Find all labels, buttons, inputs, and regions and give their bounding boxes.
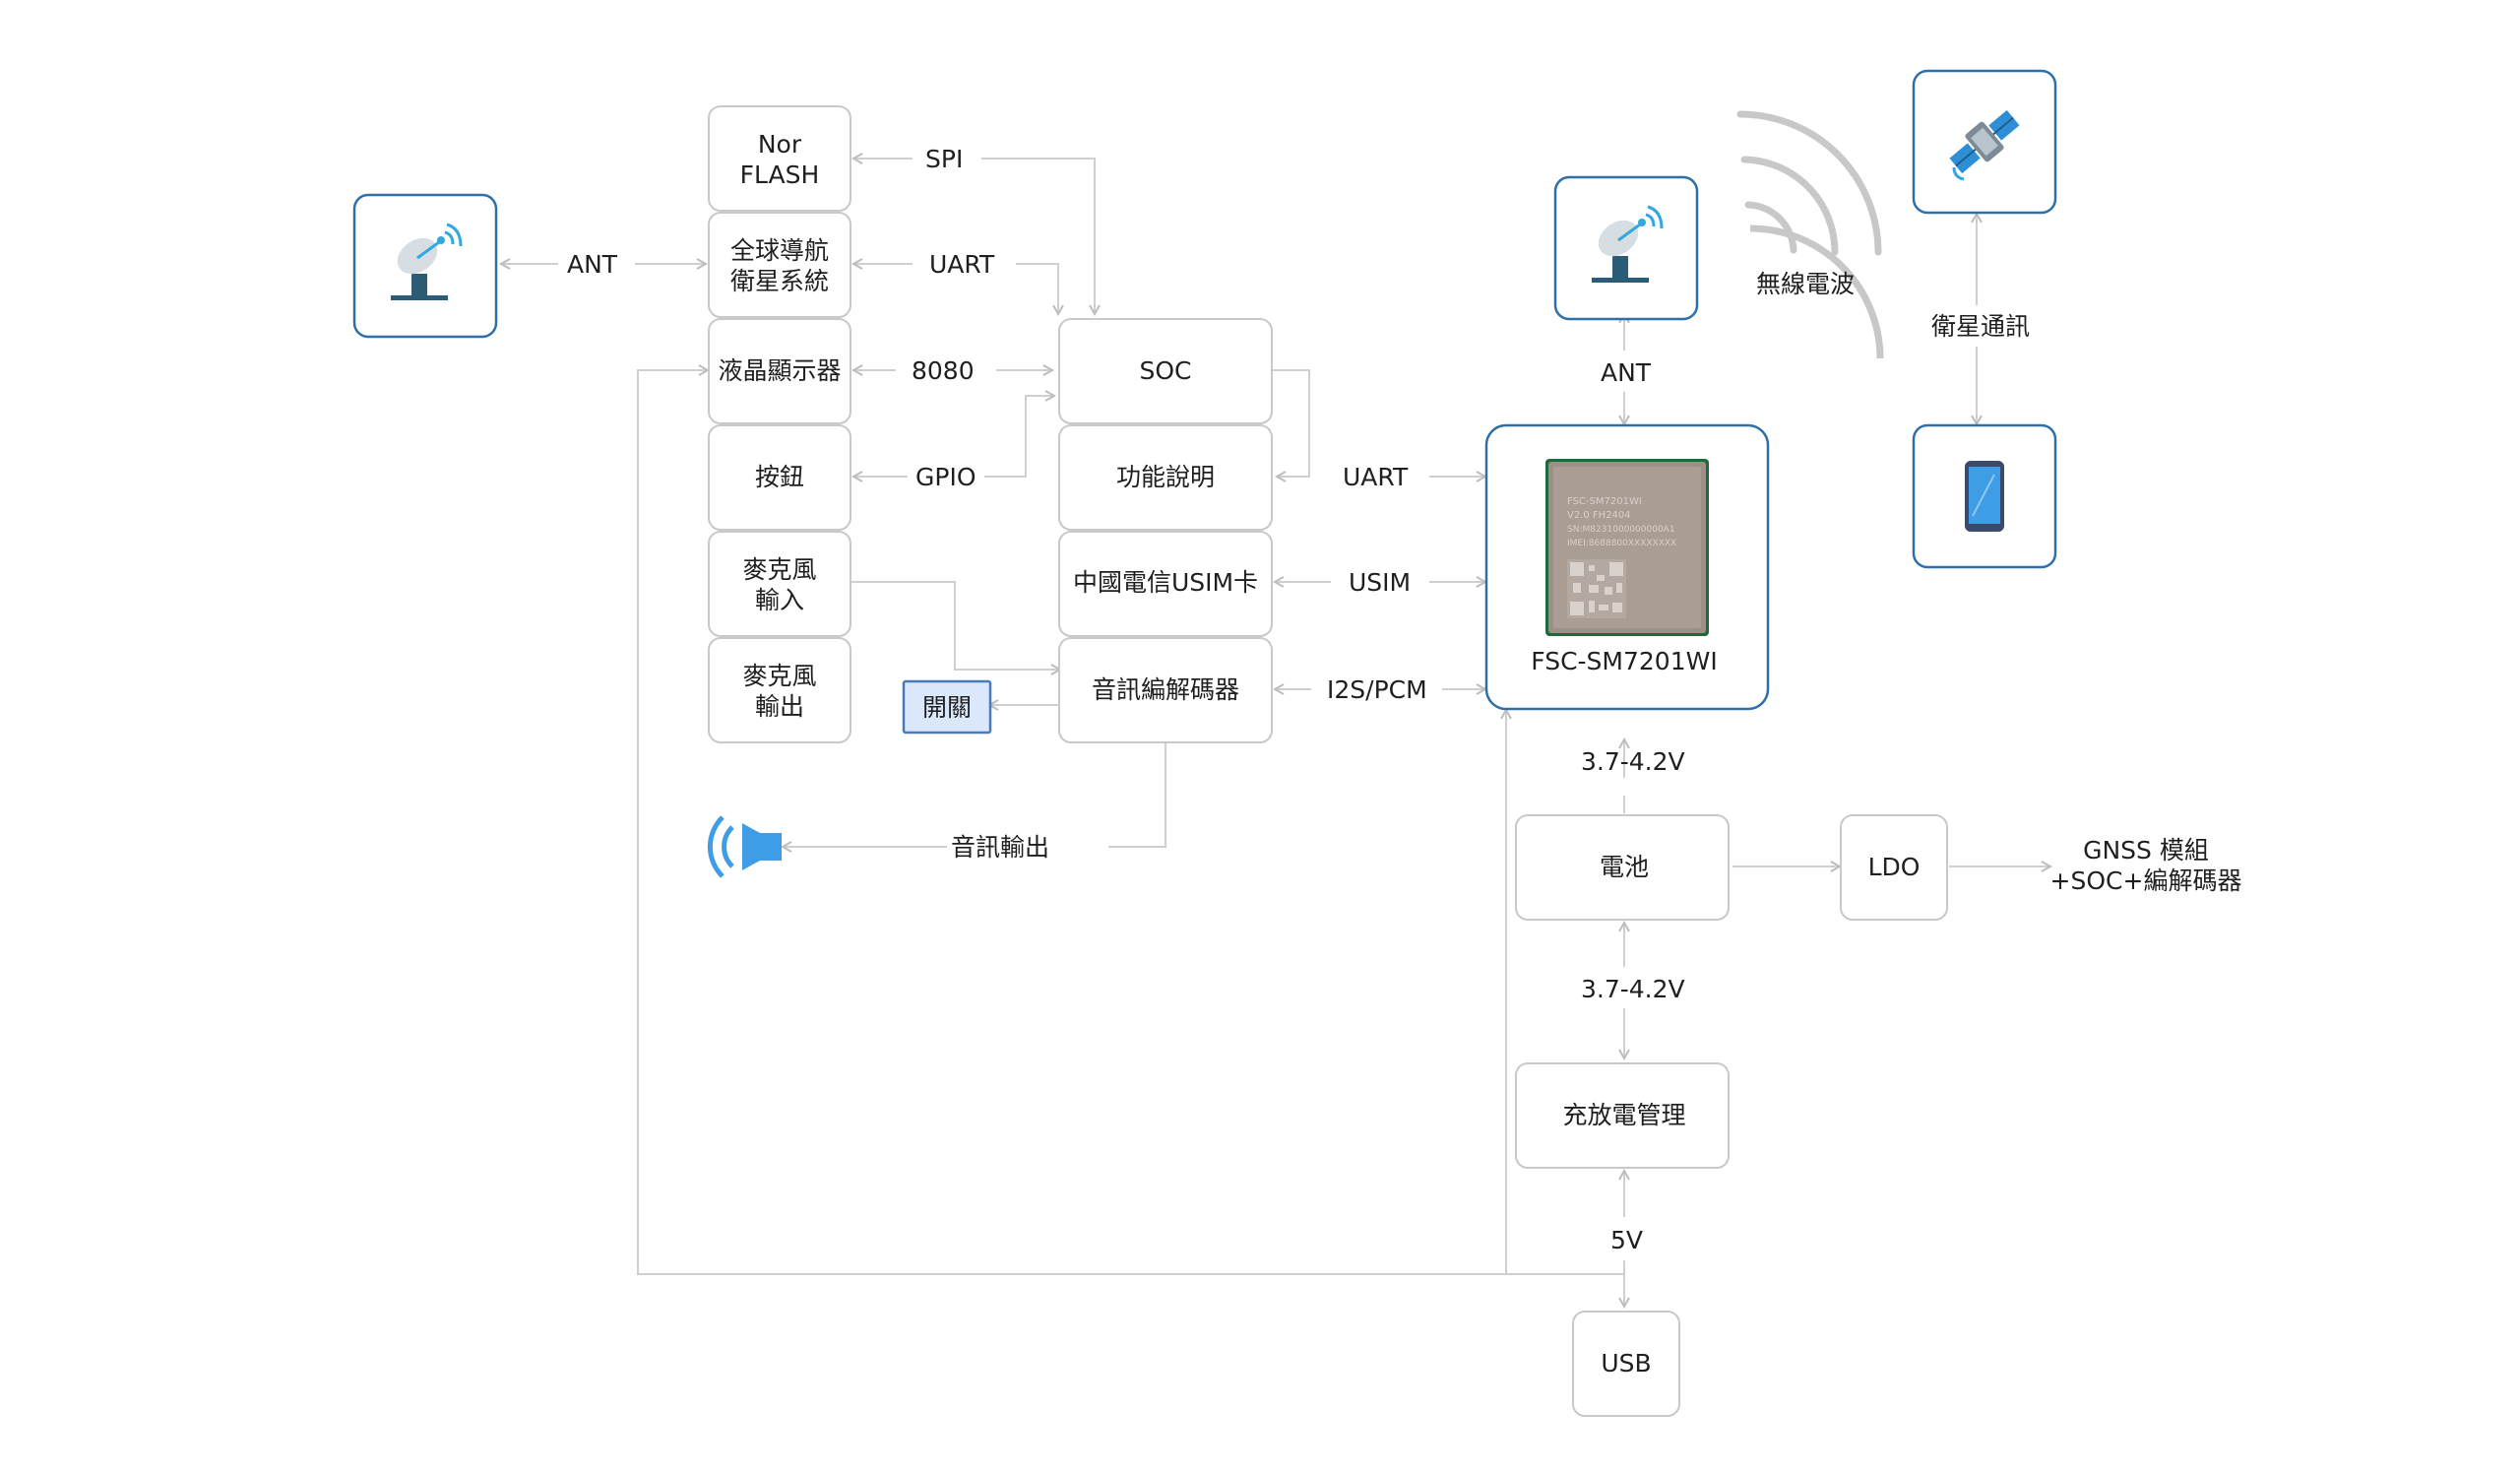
mic-in-line1: 麥克風 (742, 555, 816, 584)
right-antenna-icon-box (1553, 175, 1699, 321)
gnss-block: 全球導航 衛星系統 (708, 212, 851, 318)
module-name: FSC-SM7201WI (1531, 647, 1717, 675)
lcd-label: 液晶顯示器 (718, 356, 841, 385)
gnss-line1: 全球導航 (730, 236, 829, 265)
function-block: 功能說明 (1058, 424, 1273, 531)
label-usim: USIM (1349, 568, 1411, 597)
label-sat-comm: 衛星通訊 (1931, 312, 2030, 341)
charge-block: 充放電管理 (1515, 1062, 1730, 1169)
satellite-icon-box (1912, 69, 2057, 215)
gpio-line-b (984, 396, 1053, 478)
satellite-dish-icon (391, 223, 463, 300)
label-ldo-out-2: +SOC+編解碼器 (2050, 866, 2242, 895)
chip-marking-4: IMEI:8688800XXXXXXXX (1567, 539, 1676, 548)
label-spi: SPI (925, 145, 963, 173)
ldo-label: LDO (1868, 853, 1921, 881)
chip-marking-1: FSC-SM7201WI (1567, 496, 1642, 507)
mic-in-block: 麥克風 輸入 (708, 531, 851, 637)
connectors (502, 159, 2049, 1306)
label-ldo-out-1: GNSS 模組 (2083, 836, 2209, 865)
radio-waves-icon (1749, 224, 1884, 359)
chip-qr-code (1567, 559, 1626, 618)
chip-marking-2: V2.0 FH2404 (1567, 510, 1631, 521)
battery-label: 電池 (1600, 853, 1649, 881)
spi-line-b (981, 158, 1095, 313)
mic-out-line2: 輸出 (755, 692, 804, 721)
label-v-batt: 3.7-4.2V (1581, 975, 1685, 1003)
connector-labels: ANT SPI UART 8080 GPIO UART USIM I2S/PCM… (567, 145, 2241, 1254)
nor-flash-line1: Nor (758, 130, 802, 159)
left-antenna-icon-box (352, 193, 498, 339)
satellite-dish-icon (1592, 205, 1664, 283)
label-gpio: GPIO (915, 463, 976, 491)
label-i2s: I2S/PCM (1327, 675, 1427, 704)
battery-block: 電池 (1515, 814, 1730, 921)
usim-label: 中國電信USIM卡 (1073, 568, 1258, 597)
module-chip-icon: FSC-SM7201WI V2.0 FH2404 SN:M82310000000… (1545, 459, 1709, 636)
usim-block: 中國電信USIM卡 (1058, 531, 1273, 637)
label-v-usb: 5V (1610, 1226, 1643, 1254)
uart-module-line-a (1272, 369, 1310, 477)
label-ant-right: ANT (1601, 358, 1652, 387)
label-uart-gnss: UART (929, 250, 995, 279)
speaker-icon (707, 815, 782, 878)
mic-in-line (850, 581, 1059, 670)
label-uart-module: UART (1343, 463, 1409, 491)
smartphone-icon (1965, 461, 2004, 532)
mic-out-line1: 麥克風 (742, 662, 816, 690)
soc-block: SOC (1058, 318, 1273, 424)
mic-in-line2: 輸入 (755, 586, 804, 614)
satellite-icon (1949, 109, 2020, 174)
nor-flash-block: Nor FLASH (708, 105, 851, 212)
module-block: FSC-SM7201WI V2.0 FH2404 SN:M82310000000… (1484, 423, 1770, 711)
chip-marking-3: SN:M8231000000000A1 (1567, 525, 1675, 535)
nor-flash-line2: FLASH (740, 160, 820, 189)
usb-block: USB (1572, 1311, 1680, 1417)
phone-icon-box (1912, 423, 2057, 569)
label-v-module: 3.7-4.2V (1581, 747, 1685, 776)
buttons-block: 按鈕 (708, 424, 851, 531)
label-audio-out: 音訊輸出 (951, 833, 1049, 862)
mic-out-block: 麥克風 輸出 (708, 637, 851, 743)
switch-block: 開關 (902, 679, 992, 735)
usb-bus-lcd-line (637, 370, 1624, 1275)
soc-label: SOC (1139, 356, 1191, 385)
ldo-block: LDO (1840, 814, 1948, 921)
gnss-line2: 衛星系統 (730, 267, 829, 295)
label-8080: 8080 (912, 356, 975, 385)
codec-block: 音訊編解碼器 (1058, 637, 1273, 743)
codec-label: 音訊編解碼器 (1092, 675, 1239, 704)
label-ant-left: ANT (567, 250, 618, 279)
lcd-block: 液晶顯示器 (708, 318, 851, 424)
switch-label: 開關 (922, 693, 972, 722)
radio-waves-arcs (1736, 110, 1882, 256)
usb-label: USB (1601, 1349, 1651, 1378)
buttons-label: 按鈕 (755, 463, 804, 491)
charge-label: 充放電管理 (1562, 1101, 1685, 1129)
audio-out-line-a (1108, 742, 1166, 848)
label-radio-waves: 無線電波 (1756, 270, 1855, 298)
function-label: 功能說明 (1116, 463, 1215, 491)
uart-gnss-line-b (1016, 263, 1058, 313)
